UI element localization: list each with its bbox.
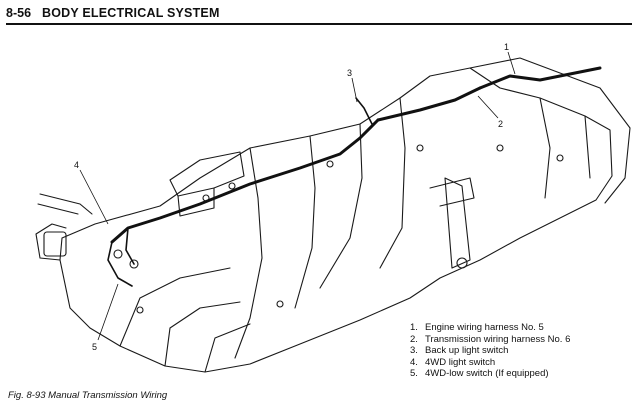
legend-item: 4.4WD light switch (410, 356, 496, 368)
figure-legend: 1.Engine wiring harness No. 5 2.Transmis… (410, 322, 638, 380)
legend-item: 2.Transmission wiring harness No. 6 (410, 333, 571, 345)
callout-5: 5 (92, 342, 97, 352)
page-header: 8-56 BODY ELECTRICAL SYSTEM (6, 5, 632, 25)
callout-4: 4 (74, 160, 79, 170)
legend-item: 5.4WD-low switch (If equipped) (410, 368, 549, 380)
legend-item: 1.Engine wiring harness No. 5 (410, 322, 544, 333)
callout-2: 2 (498, 119, 503, 129)
section-title: BODY ELECTRICAL SYSTEM (42, 6, 220, 20)
transmission-wiring-harness (376, 86, 482, 122)
transmission-wiring-illustration: 1 2 3 4 5 (35, 42, 631, 373)
engine-wiring-harness (478, 66, 602, 90)
legend-item: 3.Back up light switch (410, 345, 509, 357)
page-number: 8-56 (6, 6, 32, 20)
callout-3: 3 (347, 68, 352, 78)
figure-caption: Fig. 8-93 Manual Transmission Wiring (8, 390, 168, 401)
callout-1: 1 (504, 42, 509, 52)
